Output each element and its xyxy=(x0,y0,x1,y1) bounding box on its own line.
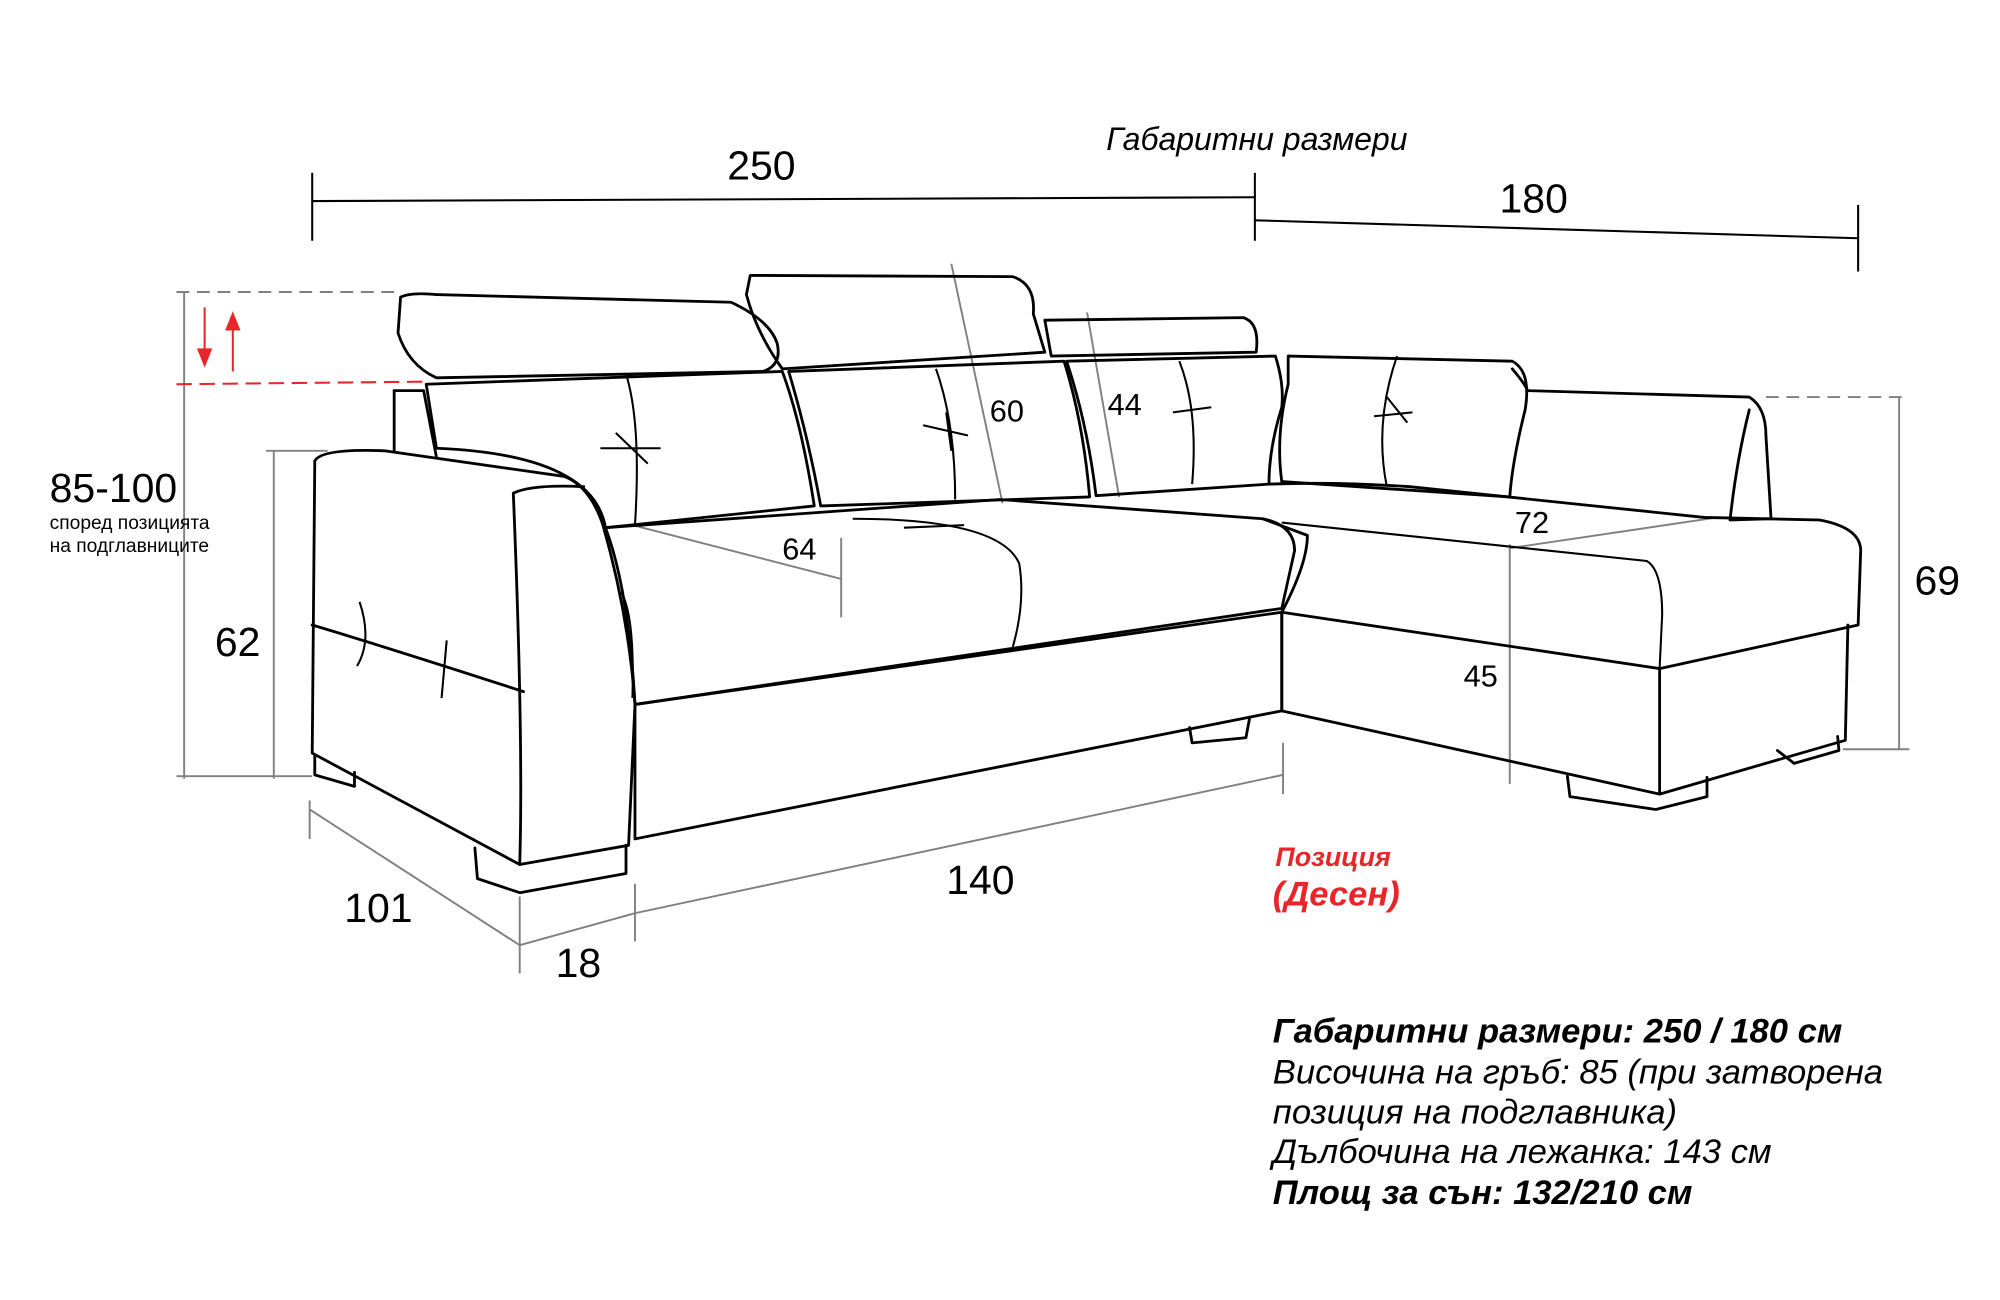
dim-arm-width: 18 xyxy=(556,940,602,986)
position-label: Позиция xyxy=(1275,842,1391,872)
dim-back-height: 60 xyxy=(990,393,1024,428)
dim-headrest-note-2: на подглавниците xyxy=(50,536,209,557)
sofa-outline xyxy=(310,273,1863,895)
spec-back-height-1: Височина на гръб: 85 (при затворена xyxy=(1273,1054,1883,1092)
spec-overall: Габаритни размери: 250 / 180 см xyxy=(1273,1013,1843,1051)
dim-chaise-depth: 72 xyxy=(1515,505,1549,540)
spec-sleep-area: Площ за сън: 132/210 см xyxy=(1273,1174,1693,1212)
dim-armrest-height: 62 xyxy=(215,619,261,665)
dim-width-side: 180 xyxy=(1500,176,1568,222)
dim-back-height-corner: 44 xyxy=(1108,387,1142,422)
dim-chaise-seat-height: 45 xyxy=(1464,659,1498,694)
dim-width-main: 250 xyxy=(727,142,795,188)
dim-seat-depth: 64 xyxy=(782,532,816,567)
position-value: (Десен) xyxy=(1273,876,1400,914)
dim-seat-length: 140 xyxy=(946,857,1014,903)
specs-block: Габаритни размери: 250 / 180 см Височина… xyxy=(1269,1013,1883,1212)
spec-back-height-2: позиция на подглавника) xyxy=(1273,1093,1677,1131)
diagram-title: Габаритни размери xyxy=(1106,121,1407,157)
dim-depth-main: 101 xyxy=(344,885,412,931)
dim-headrest-height: 85-100 xyxy=(50,465,178,511)
dim-chaise-height: 69 xyxy=(1914,557,1960,603)
spec-lounge-depth: Дълбочина на лежанка: 143 см xyxy=(1269,1133,1772,1171)
dimension-lines xyxy=(176,172,1910,974)
dim-headrest-note-1: според позицията xyxy=(50,513,210,534)
